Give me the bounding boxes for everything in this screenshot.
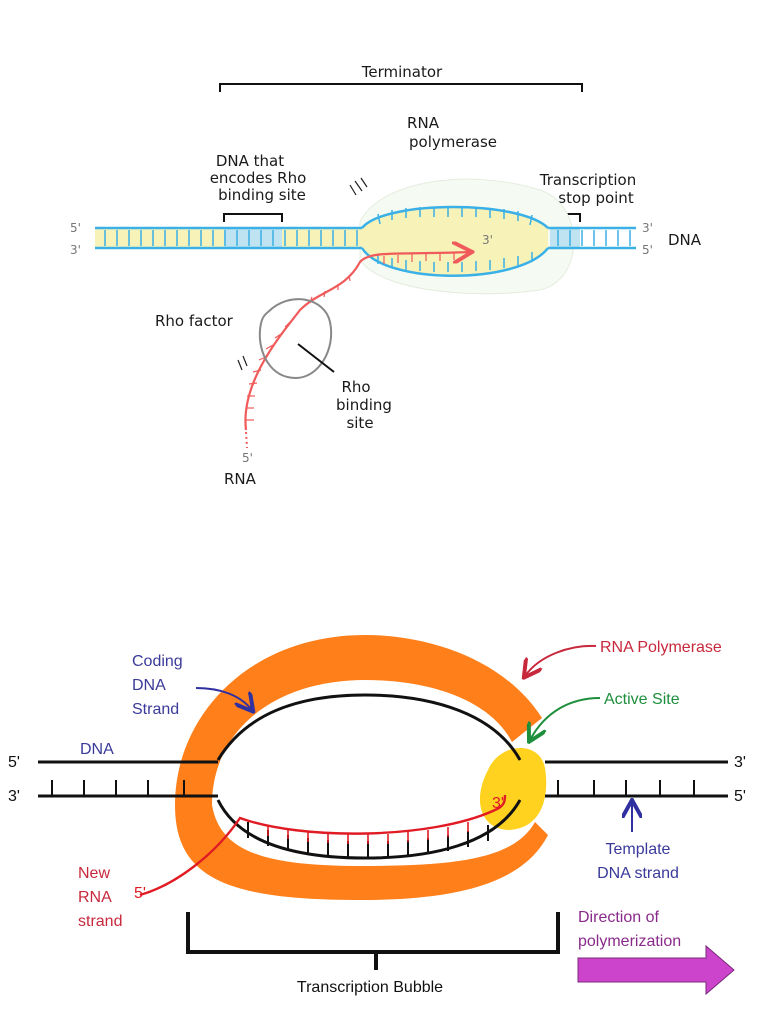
new-rna-line2: RNA bbox=[78, 889, 112, 906]
rho-motion-marks bbox=[237, 355, 248, 371]
top-five-prime-right: 5' bbox=[642, 243, 653, 257]
top-five-prime-left: 5' bbox=[70, 221, 81, 235]
rna-polymerase-ring bbox=[175, 635, 548, 900]
bottom-dna-label: DNA bbox=[80, 741, 114, 758]
direction-line1: Direction of bbox=[578, 909, 659, 926]
new-rna-strand bbox=[139, 794, 507, 897]
active-site-arrow bbox=[530, 697, 601, 740]
active-site-label: Active Site bbox=[604, 691, 680, 708]
rna-five-prime-label: 5' bbox=[134, 885, 146, 902]
dna-rho-site-line1: DNA that bbox=[216, 152, 284, 170]
coding-strand-line1: Coding bbox=[132, 653, 183, 670]
rho-binding-site-line3: site bbox=[346, 414, 373, 432]
direction-arrow bbox=[577, 944, 735, 996]
bottom-five-prime-left: 5' bbox=[8, 754, 20, 771]
bubble-bottom-strand bbox=[360, 247, 549, 277]
template-strand-line2: DNA strand bbox=[597, 865, 679, 882]
rna-strand bbox=[244, 252, 470, 431]
rho-site-pointer bbox=[297, 343, 335, 373]
bottom-three-prime-left: 3' bbox=[8, 788, 20, 805]
direction-line2: polymerization bbox=[578, 933, 681, 950]
rna-five-prime-dots bbox=[245, 431, 248, 449]
active-site bbox=[479, 747, 547, 830]
bubble-top-rungs bbox=[377, 207, 533, 226]
dna-rungs-left bbox=[104, 230, 358, 246]
stop-highlight bbox=[550, 228, 580, 248]
rna-rungs bbox=[267, 822, 469, 844]
transcription-bubble-diagram: 5' 3' 3' 5' DNA Coding DNA Strand RNA Po… bbox=[8, 635, 746, 996]
bottom-three-prime-right: 3' bbox=[734, 754, 746, 771]
dna-rho-site-line3: binding site bbox=[218, 186, 306, 204]
new-rna-line1: New bbox=[78, 865, 110, 882]
rho-termination-diagram: Terminator RNA polymerase DNA that encod… bbox=[70, 63, 702, 488]
rho-binding-site-line1: Rho bbox=[341, 378, 370, 396]
top-rna-polymerase-line2: polymerase bbox=[409, 133, 497, 151]
stop-point-line1: Transcription bbox=[539, 171, 636, 189]
terminator-label: Terminator bbox=[361, 63, 443, 81]
top-rna-polymerase-line1: RNA bbox=[407, 114, 440, 132]
terminator-bracket bbox=[219, 83, 583, 92]
bottom-rna-polymerase-label: RNA Polymerase bbox=[600, 639, 722, 656]
bottom-five-prime-right: 5' bbox=[734, 788, 746, 805]
motion-marks bbox=[349, 177, 368, 196]
template-rungs-left bbox=[51, 780, 185, 796]
top-three-prime-left: 3' bbox=[70, 243, 81, 257]
top-rna-five-prime: 5' bbox=[242, 451, 253, 465]
coding-strand-line2: DNA bbox=[132, 677, 166, 694]
template-strand-line1: Template bbox=[606, 841, 671, 858]
template-rungs-right bbox=[557, 780, 695, 796]
dna-rungs-right bbox=[557, 230, 631, 246]
coding-strand-arrow bbox=[195, 687, 252, 710]
stop-point-line2: stop point bbox=[558, 189, 634, 207]
top-three-prime-right: 3' bbox=[642, 221, 653, 235]
new-rna-line3: strand bbox=[78, 913, 122, 930]
bubble-top-strand bbox=[216, 693, 522, 761]
rho-site-highlight bbox=[224, 228, 282, 248]
dna-rho-site-line2: encodes Rho bbox=[210, 169, 307, 187]
bubble-bracket bbox=[186, 912, 560, 970]
top-dna-label: DNA bbox=[668, 231, 702, 249]
rna-polymerase-arrow bbox=[525, 644, 597, 676]
coding-strand-line3: Strand bbox=[132, 701, 179, 718]
rho-factor-shape bbox=[258, 298, 333, 380]
rho-factor-label: Rho factor bbox=[155, 312, 234, 330]
rho-binding-site-line2: binding bbox=[336, 396, 392, 414]
top-rna-three-prime: 3' bbox=[482, 233, 493, 247]
rho-site-bracket bbox=[223, 213, 283, 222]
transcription-bubble-label: Transcription Bubble bbox=[297, 979, 443, 996]
bubble-top-strand bbox=[361, 205, 549, 229]
rna-three-prime-label: 3' bbox=[492, 795, 504, 812]
top-rna-label: RNA bbox=[224, 470, 257, 488]
